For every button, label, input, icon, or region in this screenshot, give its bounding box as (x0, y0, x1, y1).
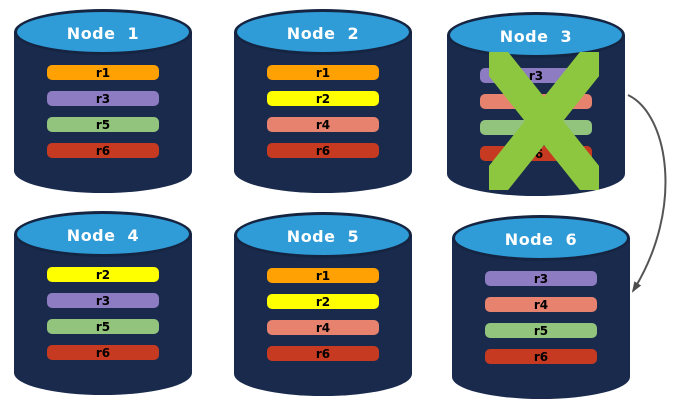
node-title: Node 6 (504, 229, 578, 249)
node-title: Node 4 (66, 225, 140, 245)
replica-list: r1 r2 r4 r6 (267, 65, 379, 158)
replica-r2: r2 (47, 267, 159, 282)
cylinder-body (234, 32, 412, 193)
replica-r6: r6 (47, 143, 159, 158)
cylinder-top: Node 5 (234, 212, 412, 258)
node-4: Node 4 r2 r3 r5 r6 (14, 211, 192, 395)
replica-r6: r6 (47, 345, 159, 360)
replica-r3: r3 (47, 91, 159, 106)
cylinder-body (234, 235, 412, 396)
replica-r4: r4 (267, 117, 379, 132)
node-title: Node 3 (499, 26, 573, 46)
replica-r3: r3 (47, 293, 159, 308)
replica-r6: r6 (267, 346, 379, 361)
cylinder-top: Node 1 (14, 9, 192, 55)
node-6: Node 6 r3 r4 r5 r6 (452, 215, 630, 399)
cylinder-body (14, 234, 192, 395)
replica-list: r2 r3 r5 r6 (47, 267, 159, 360)
node-title: Node 2 (286, 23, 360, 43)
replica-r1: r1 (47, 65, 159, 80)
node-title: Node 1 (66, 23, 140, 43)
replica-r5: r5 (485, 323, 597, 338)
replica-list: r1 r2 r4 r6 (267, 268, 379, 361)
replica-r5: r5 (47, 319, 159, 334)
cylinder-top: Node 2 (234, 9, 412, 55)
cylinder-top: Node 6 (452, 215, 630, 261)
replica-r2: r2 (267, 91, 379, 106)
node-1: Node 1 r1 r3 r5 r6 (14, 9, 192, 193)
replica-r3: r3 (485, 271, 597, 286)
cylinder-body (452, 238, 630, 399)
replica-r2: r2 (267, 294, 379, 309)
replica-list: r1 r3 r5 r6 (47, 65, 159, 158)
replica-r4: r4 (485, 297, 597, 312)
replica-r1: r1 (267, 65, 379, 80)
replica-r1: r1 (267, 268, 379, 283)
failure-x-icon (489, 52, 599, 190)
replica-r5: r5 (47, 117, 159, 132)
node-title: Node 5 (286, 226, 360, 246)
node-5: Node 5 r1 r2 r4 r6 (234, 212, 412, 396)
replica-r6: r6 (485, 349, 597, 364)
node-2: Node 2 r1 r2 r4 r6 (234, 9, 412, 193)
replica-r6: r6 (267, 143, 379, 158)
replica-list: r3 r4 r5 r6 (485, 271, 597, 364)
cylinder-top: Node 3 (447, 12, 625, 58)
cylinder-top: Node 4 (14, 211, 192, 257)
cylinder-body (14, 32, 192, 193)
replica-r4: r4 (267, 320, 379, 335)
